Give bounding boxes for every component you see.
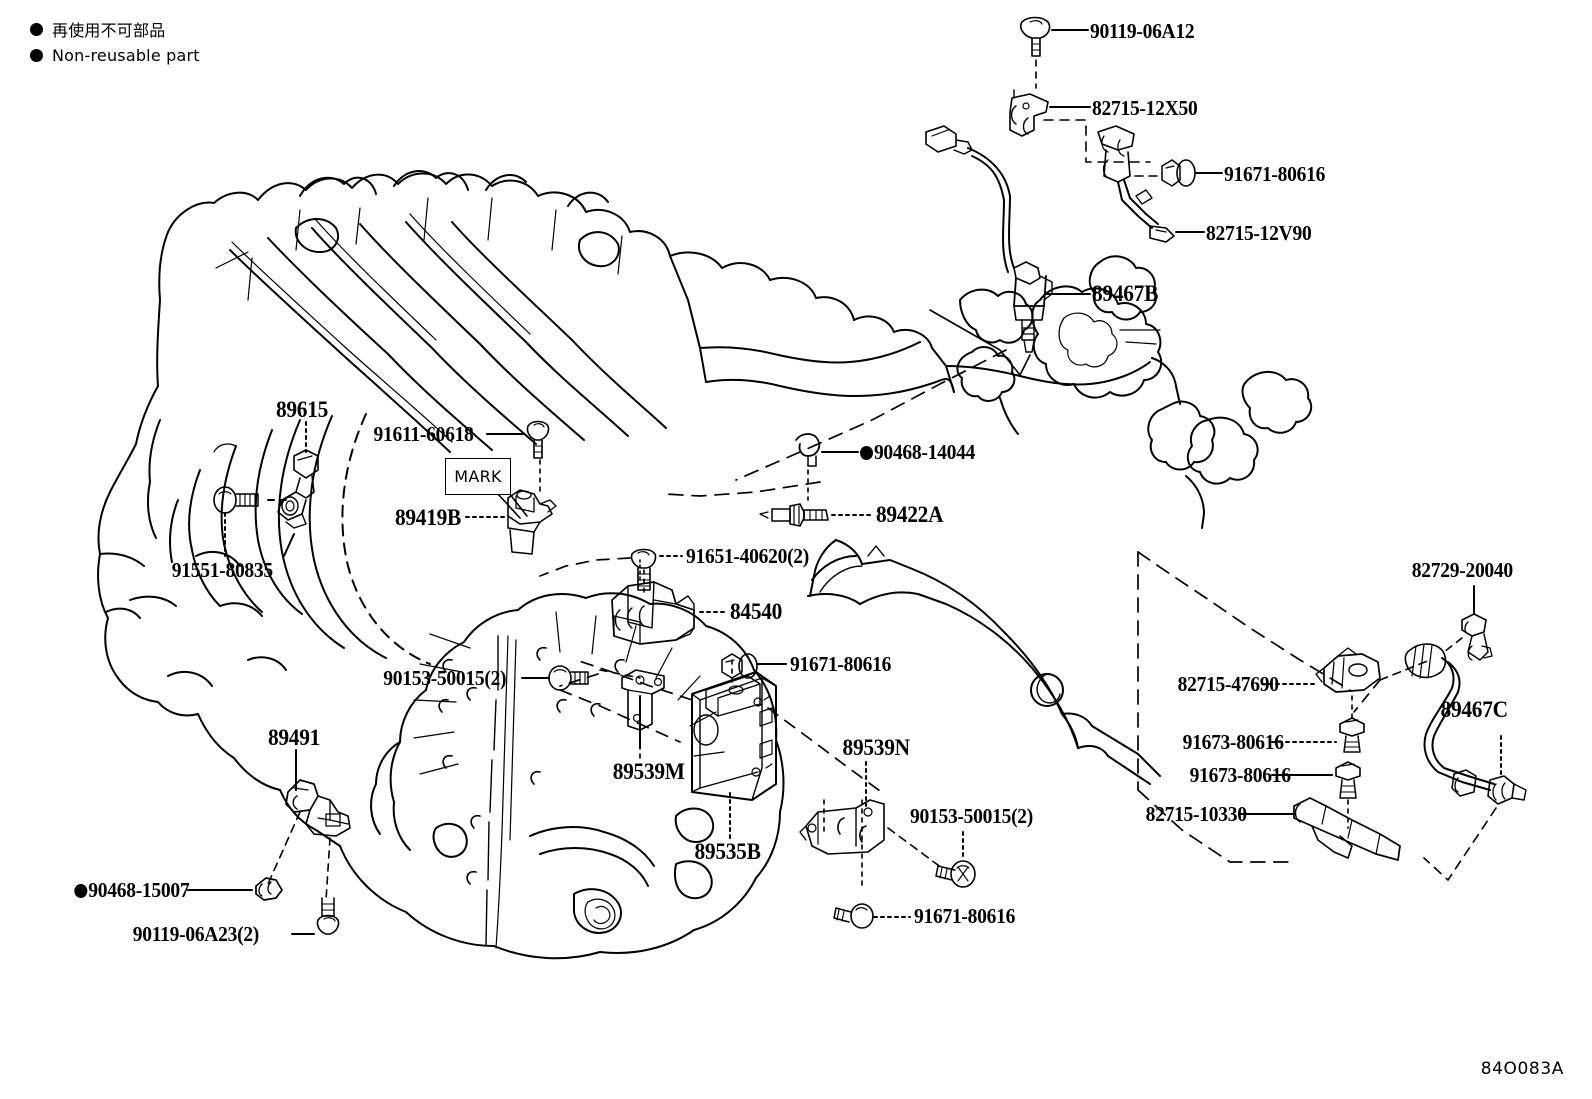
label-82715-47690[interactable]: 82715-47690	[1177, 672, 1279, 696]
bracket-89539M	[621, 669, 665, 731]
label-89419B[interactable]: 89419B	[394, 505, 462, 530]
label-90153-50015-left[interactable]: 90153-50015(2)	[383, 666, 507, 690]
bolt-91671-80616-ecu	[721, 653, 758, 679]
oil-pan	[99, 550, 287, 687]
label-89467B[interactable]: 89467B	[1092, 281, 1159, 306]
legend-label-jp: 再使用不可部品	[52, 21, 166, 40]
label-91671-80616-bottom[interactable]: 91671-80616	[914, 904, 1016, 928]
label-91611-60618[interactable]: 91611-60618	[373, 422, 474, 446]
engine-block	[97, 385, 431, 847]
non-reusable-marker-icon	[30, 48, 43, 62]
label-89539M[interactable]: 89539M	[612, 759, 685, 784]
label-89615[interactable]: 89615	[275, 397, 329, 422]
sensor-89615	[277, 449, 319, 529]
label-90119-06A12[interactable]: 90119-06A12	[1090, 19, 1195, 43]
gasket-90468-15007	[255, 877, 283, 901]
clamp-82715-12V90	[1097, 125, 1175, 243]
label-82729-20040[interactable]: 82729-20040	[1411, 558, 1513, 582]
label-91673-80616-b[interactable]: 91673-80616	[1189, 763, 1291, 787]
cylinder-head-right	[669, 251, 1313, 529]
bracket-82715-47690	[1315, 647, 1381, 693]
label-89539N[interactable]: 89539N	[842, 735, 911, 760]
gasket-90468-14044	[795, 433, 821, 467]
mark-callout-label: MARK	[454, 467, 502, 486]
sensor-89422A	[759, 503, 829, 527]
label-90468-14044[interactable]: 90468-14044	[860, 442, 975, 463]
clamp-82715-12X50	[1009, 89, 1049, 137]
label-89491[interactable]: 89491	[267, 725, 321, 750]
label-84540[interactable]: 84540	[730, 599, 783, 624]
label-82715-10330[interactable]: 82715-10330	[1145, 802, 1247, 826]
label-82715-12X50[interactable]: 82715-12X50	[1092, 96, 1198, 120]
label-91671-80616-top[interactable]: 91671-80616	[1224, 162, 1326, 186]
sensor-84540	[611, 559, 695, 645]
label-82715-12V90[interactable]: 82715-12V90	[1206, 221, 1312, 245]
label-89467C[interactable]: 89467C	[1440, 697, 1509, 722]
non-reusable-marker-icon	[30, 22, 43, 36]
label-91673-80616-a[interactable]: 91673-80616	[1182, 730, 1284, 754]
sheet-code: 84O083A	[1480, 1059, 1564, 1079]
bolt-91551-80835	[213, 486, 259, 514]
label-90468-14044-text: 90468-14044	[873, 440, 976, 464]
sensor-89419B	[507, 489, 557, 555]
bolt-90119-06A12	[1019, 16, 1051, 57]
label-90153-50015-right[interactable]: 90153-50015(2)	[910, 804, 1034, 828]
label-90468-15007[interactable]: 90468-15007	[74, 878, 190, 902]
clamp-82729-20040	[1461, 613, 1493, 661]
legend-label-en: Non-reusable part	[52, 45, 200, 65]
label-91551-80835[interactable]: 91551-80835	[171, 558, 273, 582]
sensor-89467C	[1404, 643, 1527, 805]
label-89422A[interactable]: 89422A	[876, 502, 944, 527]
bolt-90153-50015-left	[548, 665, 589, 691]
sensor-89467B	[925, 125, 1053, 353]
bolt-91671-80616-bottom	[833, 903, 874, 929]
label-91671-80616-ecu[interactable]: 91671-80616	[790, 652, 892, 676]
mark-callout-box: MARK	[445, 458, 511, 495]
bolt-91671-80616-top	[1161, 159, 1196, 187]
bolt-91611-60618	[526, 420, 550, 459]
non-reusable-marker-icon	[860, 446, 874, 460]
intake-manifold	[156, 170, 707, 453]
bolt-91673-80616-b	[1335, 761, 1361, 799]
bracket-82715-10330	[1293, 797, 1401, 861]
transaxle-housing	[339, 592, 785, 960]
bolt-90153-50015-right	[935, 860, 976, 888]
label-90119-06A23[interactable]: 90119-06A23(2)	[132, 922, 260, 946]
non-reusable-marker-icon	[74, 884, 88, 898]
bolt-90119-06A23	[316, 897, 340, 935]
label-90468-15007-text: 90468-15007	[88, 878, 190, 902]
bolt-91673-80616-a	[1339, 717, 1365, 753]
ecu-module	[691, 671, 777, 801]
legend-item: Non-reusable part	[30, 42, 200, 68]
label-91651-40620[interactable]: 91651-40620(2)	[686, 544, 810, 568]
label-89535B[interactable]: 89535B	[694, 839, 761, 864]
bracket-89539N	[799, 799, 885, 855]
catalytic-converter	[807, 539, 1161, 785]
sensor-89491	[285, 779, 351, 837]
legend: 再使用不可部品 Non-reusable part	[30, 16, 200, 68]
legend-item: 再使用不可部品	[30, 16, 200, 42]
